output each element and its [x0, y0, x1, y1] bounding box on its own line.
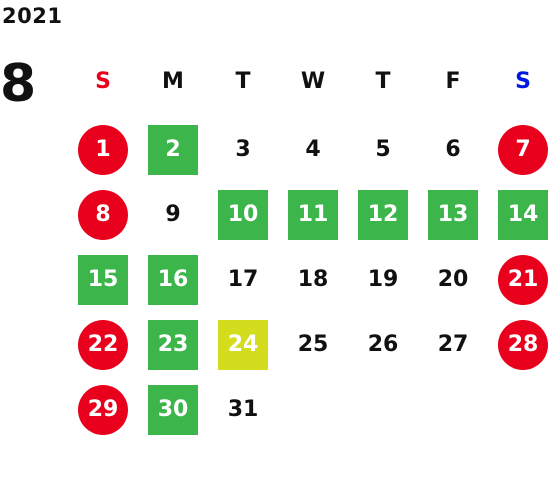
- day-cell[interactable]: 18: [278, 247, 348, 312]
- day-number: 31: [227, 397, 259, 422]
- weekday-header: M: [162, 68, 184, 94]
- weekday-header: W: [300, 68, 326, 94]
- day-cell[interactable]: 25: [278, 312, 348, 377]
- holiday-day-number: 22: [78, 319, 128, 370]
- day-number: 18: [297, 267, 329, 292]
- weekday-header: T: [235, 68, 251, 94]
- highlighted-day-number: 30: [148, 384, 198, 435]
- day-number: 25: [297, 332, 329, 357]
- day-cell[interactable]: 20: [418, 247, 488, 312]
- day-number: 17: [227, 267, 259, 292]
- day-cell[interactable]: 1: [68, 117, 138, 182]
- day-cell[interactable]: 16: [138, 247, 208, 312]
- weekday-header: S: [95, 68, 111, 94]
- weekday-header: S: [515, 68, 531, 94]
- day-cell[interactable]: 10: [208, 182, 278, 247]
- highlighted-day-number: 23: [148, 319, 198, 370]
- year-label: 2021: [2, 4, 63, 28]
- day-number: 19: [367, 267, 399, 292]
- day-cell[interactable]: 27: [418, 312, 488, 377]
- day-number: 20: [437, 267, 469, 292]
- day-cell[interactable]: 19: [348, 247, 418, 312]
- day-cell[interactable]: 12: [348, 182, 418, 247]
- day-cell[interactable]: 2: [138, 117, 208, 182]
- weekday-header: T: [375, 68, 391, 94]
- day-cell[interactable]: 6: [418, 117, 488, 182]
- day-cell[interactable]: 22: [68, 312, 138, 377]
- today-day-number: 24: [218, 319, 268, 370]
- day-cell[interactable]: 13: [418, 182, 488, 247]
- holiday-day-number: 1: [78, 124, 128, 175]
- day-cell[interactable]: 9: [138, 182, 208, 247]
- holiday-day-number: 8: [78, 189, 128, 240]
- day-number: 5: [375, 137, 391, 162]
- day-cell[interactable]: 24: [208, 312, 278, 377]
- day-number: 26: [367, 332, 399, 357]
- day-cell[interactable]: 28: [488, 312, 548, 377]
- highlighted-day-number: 2: [148, 124, 198, 175]
- day-number: 27: [437, 332, 469, 357]
- day-cell[interactable]: 3: [208, 117, 278, 182]
- day-cell[interactable]: 17: [208, 247, 278, 312]
- day-cell[interactable]: 7: [488, 117, 548, 182]
- holiday-day-number: 28: [498, 319, 548, 370]
- highlighted-day-number: 16: [148, 254, 198, 305]
- day-cell[interactable]: 15: [68, 247, 138, 312]
- holiday-day-number: 7: [498, 124, 548, 175]
- weekday-header: F: [445, 68, 461, 94]
- day-cell[interactable]: 31: [208, 377, 278, 442]
- day-cell[interactable]: 29: [68, 377, 138, 442]
- highlighted-day-number: 14: [498, 189, 548, 240]
- day-cell[interactable]: 26: [348, 312, 418, 377]
- day-cell[interactable]: 23: [138, 312, 208, 377]
- holiday-day-number: 29: [78, 384, 128, 435]
- highlighted-day-number: 11: [288, 189, 338, 240]
- day-number: 6: [445, 137, 461, 162]
- month-number: 8: [0, 54, 37, 114]
- highlighted-day-number: 13: [428, 189, 478, 240]
- day-cell[interactable]: 14: [488, 182, 548, 247]
- day-cell[interactable]: 11: [278, 182, 348, 247]
- day-cell[interactable]: 5: [348, 117, 418, 182]
- day-number: 3: [235, 137, 251, 162]
- holiday-day-number: 21: [498, 254, 548, 305]
- highlighted-day-number: 15: [78, 254, 128, 305]
- day-cell[interactable]: 21: [488, 247, 548, 312]
- day-number: 9: [165, 202, 181, 227]
- highlighted-day-number: 10: [218, 189, 268, 240]
- day-cell[interactable]: 8: [68, 182, 138, 247]
- day-cell[interactable]: 30: [138, 377, 208, 442]
- day-number: 4: [305, 137, 321, 162]
- highlighted-day-number: 12: [358, 189, 408, 240]
- day-cell[interactable]: 4: [278, 117, 348, 182]
